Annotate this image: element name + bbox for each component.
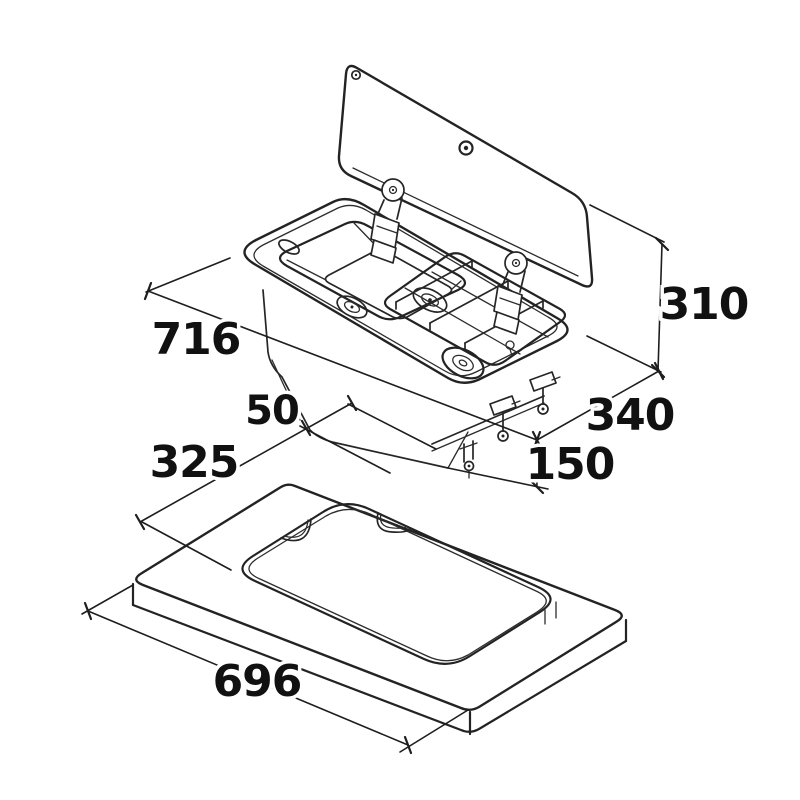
- glass-lid-outline: [337, 64, 594, 288]
- burner-front: [441, 346, 485, 380]
- gas-inlet: [459, 440, 478, 479]
- clamp-recess-2: [280, 518, 312, 542]
- dim-label-310: 310: [660, 279, 749, 330]
- hinge-right: [493, 251, 528, 335]
- dim-340-line: [536, 370, 660, 441]
- drain: [336, 295, 368, 319]
- grid-rail-2: [404, 287, 521, 355]
- dim-310-line: [657, 243, 663, 372]
- cutout-depth-edge: [248, 508, 547, 662]
- gas-fittings: [431, 371, 561, 479]
- basin-underside-right: [447, 431, 469, 469]
- dimension-340: 340: [531, 361, 679, 450]
- grid-bar-2: [429, 280, 509, 324]
- hinge-right-neck: [500, 270, 526, 293]
- dim-50-extension: [347, 403, 437, 450]
- hinge-left-flap: [370, 239, 397, 264]
- hinge-left-tab-hole: [388, 185, 398, 195]
- hinge-right-fold: [499, 297, 521, 306]
- worktop-cutout-template: [131, 483, 628, 736]
- dim-150-tick: [529, 479, 545, 495]
- dim-label-50: 50: [245, 388, 299, 434]
- clamp-recess-1: [376, 512, 411, 534]
- dim-716-line: [147, 290, 538, 441]
- dim-label-150: 150: [526, 439, 615, 490]
- worktop-bottom-edge: [131, 603, 628, 733]
- dim-310-extension-top: [589, 204, 665, 243]
- gas-manifold-lower: [431, 402, 545, 452]
- dim-325-50-ticks: [134, 394, 358, 531]
- igniter-lead: [509, 348, 513, 357]
- dim-340-ticks: [531, 361, 665, 450]
- hinge-left-fold: [376, 225, 398, 234]
- dim-310-extension-bottom: [586, 335, 662, 373]
- dim-716-extension: [145, 257, 231, 293]
- dim-696-ticks: [83, 601, 413, 755]
- sink-opening: [278, 220, 467, 321]
- basin-underside-corner: [271, 359, 301, 421]
- worktop-top-face: [135, 483, 623, 711]
- lid-knob-hole: [458, 140, 474, 156]
- lid-screw-dot: [354, 73, 358, 77]
- dim-label-696: 696: [213, 656, 302, 707]
- lid-screw-hole: [350, 69, 362, 81]
- hob-grid-frame: [383, 252, 567, 366]
- grid-posts: [395, 260, 544, 351]
- cutout-corner-wall: [544, 601, 557, 625]
- hinge-right-tab-hole: [511, 258, 521, 268]
- burner-rear: [412, 287, 448, 313]
- dim-150-extension: [447, 467, 549, 490]
- unit-rim-outer: [243, 197, 569, 384]
- dim-325-extension-left: [141, 521, 232, 571]
- dimension-716: 716: [143, 257, 542, 450]
- dim-label-716: 716: [152, 314, 241, 365]
- dim-label-340: 340: [586, 390, 675, 441]
- dim-150-line: [535, 440, 538, 488]
- grid-rail-1: [431, 271, 549, 338]
- hinge-right-flap: [493, 311, 520, 335]
- gas-manifold: [431, 395, 545, 445]
- dimension-696: 696: [81, 584, 469, 755]
- hob-grid: [383, 252, 567, 366]
- gas-valve-2: [529, 371, 561, 415]
- dim-325-50-line: [139, 402, 353, 523]
- dim-325-extension-right: [299, 425, 391, 474]
- gas-valve-1: [489, 395, 521, 442]
- cutout-edge: [241, 503, 552, 665]
- dim-label-325: 325: [150, 437, 239, 488]
- sink-wall-line-left: [286, 259, 327, 281]
- grid-bar-1: [395, 260, 473, 303]
- dim-696-line: [87, 610, 409, 746]
- overflow-hole: [278, 239, 300, 255]
- dim-696-extension-left: [81, 584, 134, 615]
- hinge-left-neck: [376, 197, 403, 220]
- dimension-310: 310: [586, 204, 753, 379]
- lid-knob-dot: [463, 145, 469, 151]
- dimension-325-50: 325 50: [134, 385, 437, 571]
- dimension-150: 150: [447, 436, 619, 495]
- unit-rim-inner: [253, 204, 558, 377]
- hinge-left: [370, 178, 405, 264]
- worktop-thickness-edges: [131, 582, 628, 736]
- dim-696-extension-right: [399, 709, 469, 753]
